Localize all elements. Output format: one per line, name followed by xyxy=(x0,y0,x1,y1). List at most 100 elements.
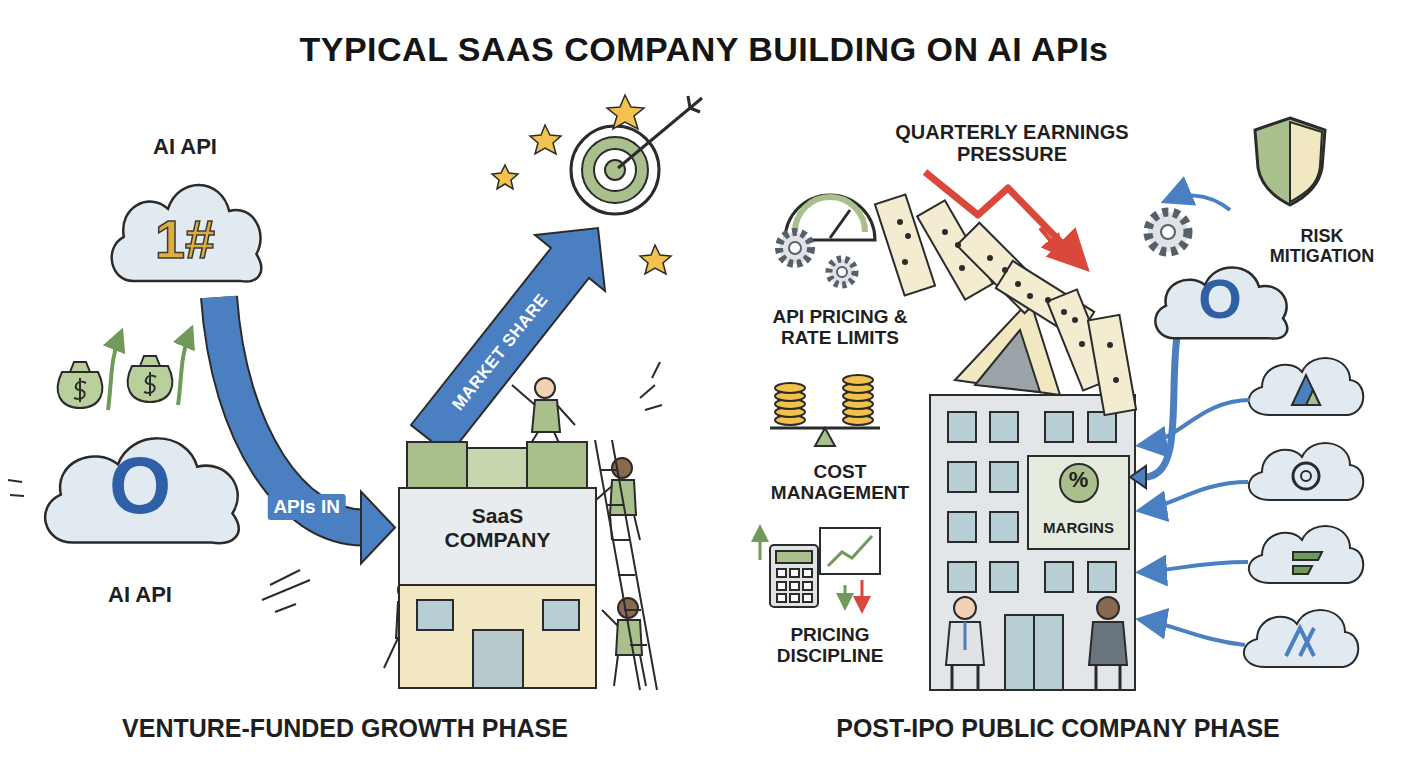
window xyxy=(417,600,453,630)
gears xyxy=(829,259,855,285)
dominoes xyxy=(955,242,961,248)
callout-label: COST MANAGEMENT xyxy=(755,461,925,504)
people xyxy=(618,598,638,618)
gears xyxy=(789,242,801,254)
target xyxy=(571,126,659,214)
stars xyxy=(492,165,518,189)
calculator xyxy=(790,594,799,602)
earnings-arrow xyxy=(1040,228,1060,252)
money-bags xyxy=(140,356,160,366)
title: TYPICAL SAAS COMPANY BUILDING ON AI APIs xyxy=(0,30,1408,69)
ladder xyxy=(595,440,657,690)
people xyxy=(532,400,560,432)
building-base xyxy=(399,585,596,688)
calculator xyxy=(803,594,812,602)
public-building xyxy=(990,412,1018,442)
executives xyxy=(1096,665,1120,690)
public-building xyxy=(948,412,976,442)
dominoes xyxy=(897,219,903,225)
dominoes xyxy=(905,233,911,239)
public-building xyxy=(1045,562,1073,592)
public-building xyxy=(1088,412,1116,442)
coins-scale xyxy=(843,375,873,385)
public-building xyxy=(990,512,1018,542)
margins-sign: % MARGINS xyxy=(1027,455,1130,550)
stars xyxy=(530,125,561,154)
connector xyxy=(219,297,395,564)
coins-scale xyxy=(815,428,835,446)
provider-arrows xyxy=(1143,400,1250,445)
public-building xyxy=(1033,615,1035,690)
money-bags xyxy=(58,332,190,410)
node-text: 1# xyxy=(100,212,270,266)
provider-logos xyxy=(1306,390,1320,405)
gauge xyxy=(795,197,865,232)
stars xyxy=(640,245,671,274)
market-share-arrow xyxy=(411,228,605,455)
dominoes xyxy=(1088,315,1136,415)
executives xyxy=(1097,597,1119,619)
node-text: MARGINS xyxy=(1029,519,1128,536)
money-bags xyxy=(58,372,103,408)
building-body xyxy=(399,488,596,688)
motion-lines xyxy=(275,604,296,612)
calculator xyxy=(776,551,812,563)
roof-block xyxy=(467,448,527,488)
money-bags xyxy=(74,378,86,402)
executives xyxy=(954,597,976,619)
executives xyxy=(946,622,984,665)
phase-caption: VENTURE-FUNDED GROWTH PHASE xyxy=(65,714,625,742)
target xyxy=(582,137,648,203)
people xyxy=(602,610,646,686)
calculator xyxy=(861,580,864,608)
dominoes xyxy=(1015,281,1021,287)
connector xyxy=(1130,337,1177,488)
public-building xyxy=(948,562,976,592)
phase-caption: POST-IPO PUBLIC COMPANY PHASE xyxy=(778,714,1338,742)
calculator xyxy=(828,536,872,566)
node-heading: AI API xyxy=(100,134,270,160)
coins-scale xyxy=(770,375,880,446)
dominoes xyxy=(1113,377,1119,383)
gauge xyxy=(830,210,850,238)
dominoes xyxy=(1107,342,1113,348)
provider-arrows xyxy=(1143,196,1250,645)
provider-clouds xyxy=(1244,358,1363,667)
connector-line xyxy=(219,297,363,528)
arrowhead xyxy=(361,492,395,564)
dominoes xyxy=(897,219,1119,383)
callout-label: RISK MITIGATION xyxy=(1247,226,1397,266)
provider-logos xyxy=(1286,375,1322,656)
node-heading: SaaS COMPANY xyxy=(432,504,563,552)
target xyxy=(688,96,702,112)
provider-clouds xyxy=(1244,610,1358,667)
dominoes xyxy=(1079,341,1085,347)
money-bags xyxy=(108,335,120,410)
node-text: % xyxy=(1029,467,1128,493)
money-bags xyxy=(178,332,190,405)
motion-lines xyxy=(10,495,24,496)
calculator xyxy=(803,582,812,590)
callout-label: PRICING DISCIPLINE xyxy=(755,624,905,667)
building-shape xyxy=(395,440,600,690)
dominoes xyxy=(1061,309,1067,315)
shield xyxy=(1255,118,1325,205)
calculator xyxy=(803,569,812,577)
api-cloud: AI API 1# xyxy=(100,132,270,297)
dominoes xyxy=(959,265,965,271)
provider-arrows xyxy=(1143,482,1248,510)
arrowhead xyxy=(1130,466,1146,488)
dominoes xyxy=(942,229,948,235)
public-building xyxy=(1005,615,1063,690)
dominoes xyxy=(1027,293,1033,299)
edge-label: APIs IN xyxy=(267,494,346,520)
connector-line xyxy=(1144,337,1177,477)
public-building xyxy=(930,395,1135,690)
money-bags xyxy=(128,366,173,402)
roof-block xyxy=(407,442,467,488)
money-bags xyxy=(144,372,156,396)
dominoes xyxy=(875,194,935,295)
door xyxy=(473,630,523,688)
